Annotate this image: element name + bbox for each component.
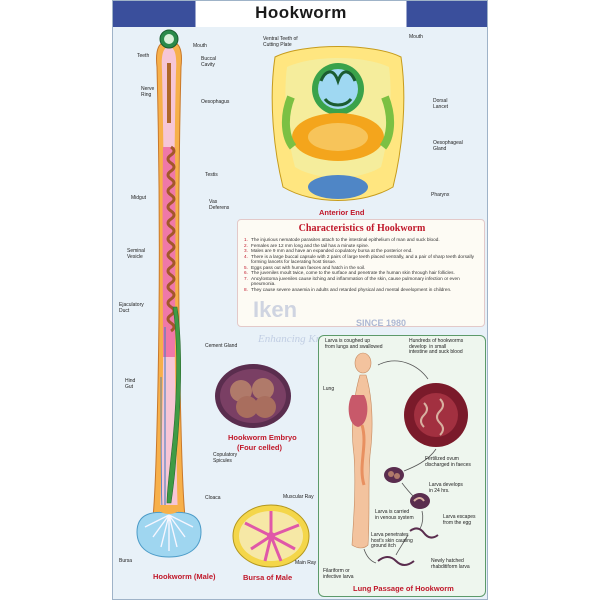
poster: Hookworm Mouth Teeth Buccal Cavity Nerve… [112,0,488,600]
characteristics-title: Characteristics of Hookworm [298,223,426,234]
label-midgut: Midgut [131,195,147,201]
caption-embryo-line1: Hookworm Embryo [228,433,297,442]
characteristic-item: 1.The injurious nematode parasites attac… [244,237,440,242]
label-rhabditiform: Newly hatched rhabditiform larva [431,558,470,570]
watermark-brand: Iken [253,297,298,322]
lung-passage-panel [318,335,486,597]
characteristic-item: 5.Eggs pass out with human faeces and ha… [244,264,366,270]
label-fertilized-ovum: Fertilized ovum discharged in faeces [425,456,471,468]
label-nerve-ring: Nerve Ring [141,86,155,98]
label-mouth: Mouth [193,43,207,49]
label-main-ray: Main Ray [295,560,317,566]
page-title: Hookworm [255,3,347,22]
label-hundreds-hookworms: Hundreds of hookworms develop in small i… [409,338,464,356]
caption-male: Hookworm (Male) [153,572,216,581]
title-bar [113,1,487,27]
characteristic-item: 6.The juveniles moult twice, come to the… [244,270,455,276]
label-vas-deferens: Vas Deferens [209,199,230,211]
label-filariform: Filariform or infective larva [323,568,354,580]
caption-lung-passage: Lung Passage of Hookworm [353,584,454,593]
label-bursa: Bursa [119,558,133,564]
label-anterior-mouth: Mouth [409,34,423,40]
caption-embryo-line2: (Four celled) [237,443,283,452]
characteristic-item: 8.They cause severe anaemia in adults an… [244,286,452,292]
label-oesophageal-gland: Oesophageal Gland [433,140,463,152]
characteristics-list: 1.The injurious nematode parasites attac… [244,237,482,292]
label-larva-escapes: Larva escapes from the egg [443,514,476,526]
label-oesophagus: Oesophagus [201,99,230,105]
characteristic-item: 4.There is a large buccal capsule with 2… [244,253,474,265]
bursa-illustration [232,504,310,568]
label-ventral-teeth: Ventral Teeth of Cutting Plate [263,36,298,48]
embryo-illustration [215,364,291,428]
caption-bursa: Bursa of Male [243,573,293,582]
label-venous-system: Larva is carried in venous system [375,509,414,521]
label-larva-penetrates: Larva penetrates host's skin causing gro… [371,532,413,550]
male-hookworm-illustration [136,29,202,558]
label-pharynx: Pharynx [431,192,450,198]
label-teeth: Teeth [137,53,150,59]
label-larva-develops: Larva develops in 24 hrs. [429,482,463,494]
label-hind-gut: Hind Gut [125,378,136,390]
label-cloaca: Cloaca [205,495,221,501]
label-cement-gland: Cement Gland [205,343,238,349]
characteristic-item: 3.Males are 9 mm and have an expanded co… [244,248,413,254]
label-seminal-vesicle: Seminal Vesicle [127,248,146,260]
characteristic-item: 2.Females are 12 mm long and the tail ha… [244,242,370,248]
label-ejaculatory-duct: Ejaculatory Duct [119,302,144,314]
anterior-end-illustration [271,46,405,201]
caption-anterior-end: Anterior End [319,208,365,217]
label-buccal-cavity: Buccal Cavity [201,56,217,68]
label-lung: Lung [323,386,335,392]
label-testis: Testis [205,172,218,178]
label-dorsal-lancet: Dorsal Lancet [433,98,449,110]
characteristics-panel: Characteristics of Hookworm 1.The injuri… [237,219,485,327]
label-muscular-ray: Muscular Ray [283,494,314,500]
label-copulatory-spicules: Copulatory Spicules [213,452,238,464]
label-coughed-up: Larva is coughed up from lungs and swall… [325,338,383,350]
lung-passage-illustration [348,352,468,566]
characteristic-item: 7.Ancylostoma juveniles cause itching an… [244,275,460,287]
watermark-since: SINCE 1980 [356,318,407,328]
